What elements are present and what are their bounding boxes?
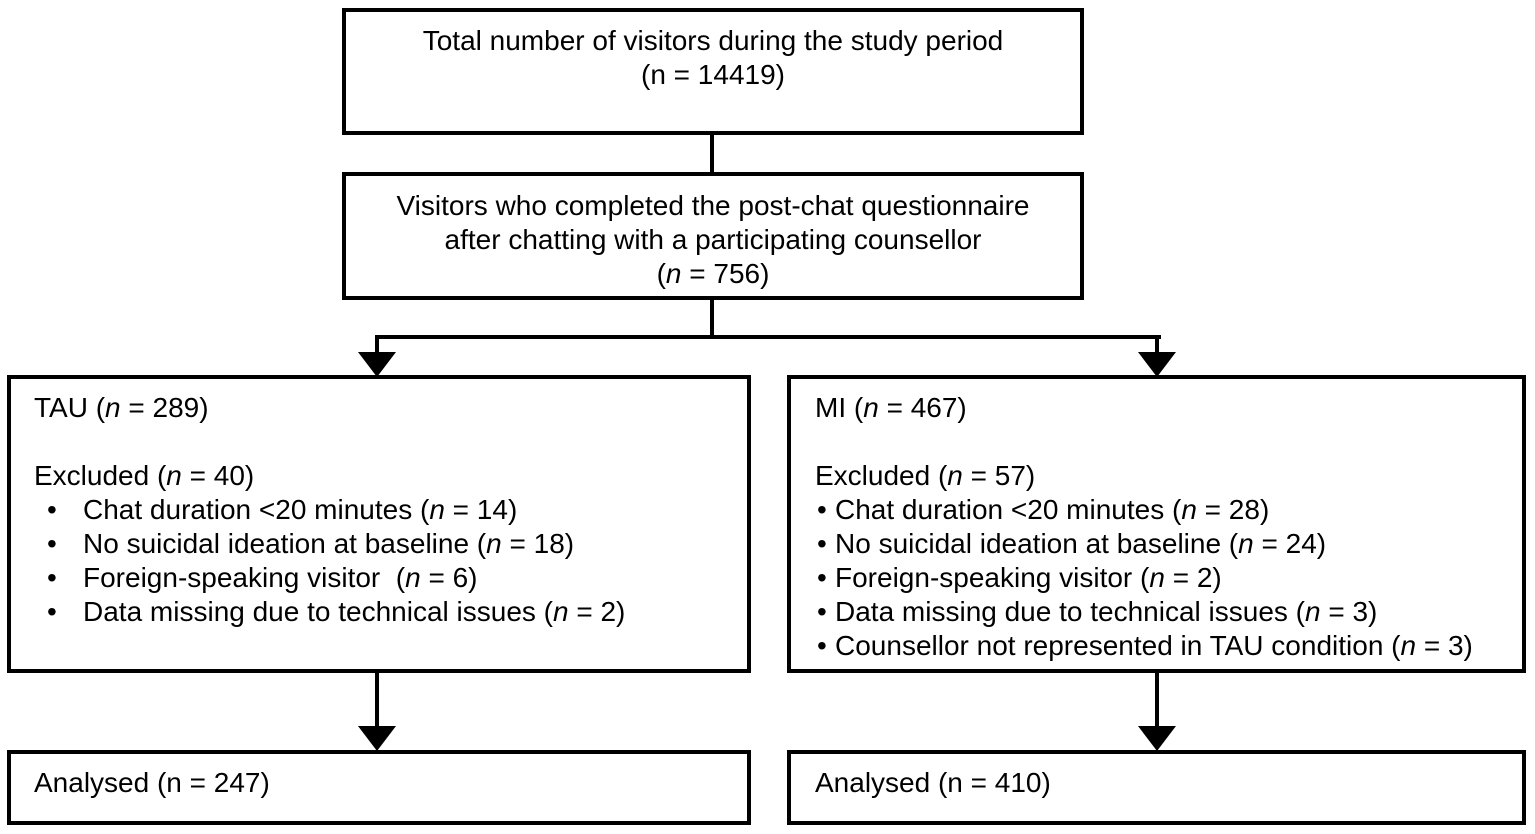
total-visitors-box: Total number of visitors during the stud…: [342, 8, 1084, 135]
connector-branch-stem: [710, 300, 714, 339]
mi-spacer: [815, 425, 1522, 459]
questionnaire-text-line2: after chatting with a participating coun…: [444, 224, 982, 255]
connector-total-to-questionnaire: [710, 135, 714, 172]
mi-group-box: MI (n = 467) Excluded (n = 57) Chat dura…: [787, 375, 1526, 673]
tau-excluded-item: Data missing due to technical issues (n …: [34, 595, 739, 629]
tau-title: TAU (n = 289): [34, 392, 209, 423]
tau-excluded-item: Chat duration <20 minutes (n = 14): [34, 493, 739, 527]
connector-tau-to-analysed: [375, 673, 379, 728]
connector-mi-to-analysed: [1155, 673, 1159, 728]
questionnaire-box: Visitors who completed the post-chat que…: [342, 172, 1084, 300]
tau-excluded-heading: Excluded (n = 40): [34, 460, 255, 491]
mi-excluded-heading: Excluded (n = 57): [815, 460, 1036, 491]
analysed-tau-box: Analysed (n = 247): [7, 750, 751, 825]
analysed-mi-box: Analysed (n = 410): [787, 750, 1526, 825]
mi-excluded-item: Data missing due to technical issues (n …: [815, 595, 1522, 629]
tau-spacer: [34, 425, 739, 459]
tau-excluded-item: No suicidal ideation at baseline (n = 18…: [34, 527, 739, 561]
tau-excluded-list: Chat duration <20 minutes (n = 14) No su…: [34, 493, 739, 629]
analysed-tau-label: Analysed (n = 247): [34, 767, 270, 798]
tau-excluded-item: Foreign-speaking visitor (n = 6): [34, 561, 739, 595]
mi-excluded-item: No suicidal ideation at baseline (n = 24…: [815, 527, 1522, 561]
mi-excluded-item: Chat duration <20 minutes (n = 28): [815, 493, 1522, 527]
arrowhead-into-analysed-tau-icon: [358, 726, 396, 751]
mi-excluded-item: Foreign-speaking visitor (n = 2): [815, 561, 1522, 595]
connector-drop-tau: [375, 335, 379, 354]
total-visitors-count: (n = 14419): [641, 59, 785, 90]
mi-excluded-item: Counsellor not represented in TAU condit…: [815, 629, 1522, 663]
connector-drop-mi: [1155, 335, 1159, 354]
arrowhead-into-tau-icon: [358, 352, 396, 377]
mi-title: MI (n = 467): [815, 392, 967, 423]
analysed-mi-label: Analysed (n = 410): [815, 767, 1051, 798]
tau-group-box: TAU (n = 289) Excluded (n = 40) Chat dur…: [7, 375, 751, 673]
total-visitors-text: Total number of visitors during the stud…: [422, 25, 1004, 56]
questionnaire-text-line1: Visitors who completed the post-chat que…: [396, 190, 1030, 221]
arrowhead-into-mi-icon: [1138, 352, 1176, 377]
questionnaire-count: (n = 756): [656, 258, 770, 289]
arrowhead-into-analysed-mi-icon: [1138, 726, 1176, 751]
connector-branch-horizontal: [375, 335, 1161, 339]
mi-excluded-list: Chat duration <20 minutes (n = 28) No su…: [815, 493, 1522, 663]
